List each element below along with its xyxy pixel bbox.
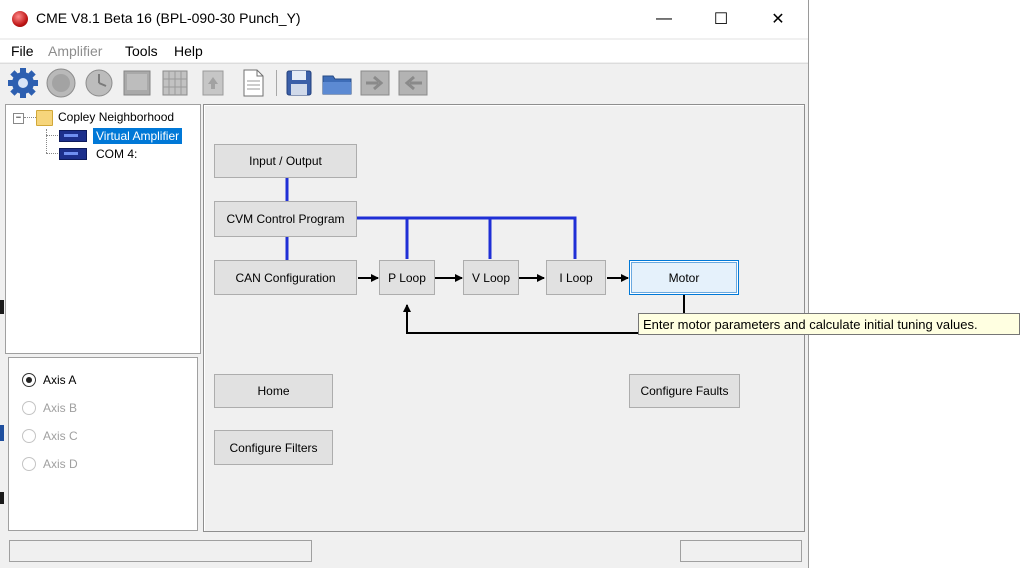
home-button[interactable]: Home [214,374,333,408]
amplifier-icon [59,148,87,160]
clock-icon[interactable] [82,67,116,99]
tree-connector [46,153,58,154]
tree-item-com4[interactable]: COM 4: [59,145,140,163]
menu-tools[interactable]: Tools [125,43,158,59]
can-configuration-button[interactable]: CAN Configuration [214,260,357,295]
tree-item-label: COM 4: [96,147,138,161]
tree-collapse-toggle[interactable]: − [13,113,24,124]
tree-item-virtual-amplifier[interactable]: Virtual Amplifier [59,127,183,145]
menu-amplifier[interactable]: Amplifier [48,43,103,59]
status-bar-left [9,540,312,562]
axis-selector: Axis A Axis B Axis C Axis D [8,357,198,531]
download-to-amp-icon[interactable] [358,67,392,99]
control-flow-diagram [285,178,685,334]
p-loop-button[interactable]: P Loop [379,260,435,295]
radio-unchecked-icon [22,429,36,443]
window-title: CME V8.1 Beta 16 (BPL-090-30 Punch_Y) [36,10,301,26]
upload-icon[interactable] [196,67,230,99]
tree-root-label: Copley Neighborhood [58,110,175,124]
tree-connector [24,117,36,118]
menu-file[interactable]: File [11,43,34,59]
tree-item-label: Virtual Amplifier [93,128,183,144]
upload-from-amp-icon[interactable] [396,67,430,99]
configure-faults-button[interactable]: Configure Faults [629,374,740,408]
axis-label: Axis A [43,373,77,387]
menu-bar: File Amplifier Tools Help [0,40,808,62]
gear-icon[interactable] [6,67,40,99]
radio-unchecked-icon [22,457,36,471]
grid-icon[interactable] [158,67,192,99]
tree-connector [46,135,58,136]
menu-help[interactable]: Help [174,43,203,59]
background-window-edge [0,492,4,504]
folder-icon [36,110,53,126]
motor-button[interactable]: Motor [629,260,739,295]
background-window-edge [0,425,4,441]
tree-connector [46,129,47,153]
minimize-button[interactable]: — [656,10,672,27]
title-bar: CME V8.1 Beta 16 (BPL-090-30 Punch_Y) — … [0,0,808,38]
axis-c-radio[interactable]: Axis C [22,429,78,443]
tree-root[interactable]: Copley Neighborhood [55,108,177,126]
axis-label: Axis B [43,401,78,415]
scope-icon[interactable] [120,67,154,99]
app-logo-icon [12,11,28,27]
cme-window: CME V8.1 Beta 16 (BPL-090-30 Punch_Y) — … [0,0,809,568]
toolbar-separator [276,70,277,96]
axis-a-radio[interactable]: Axis A [22,373,76,387]
i-loop-button[interactable]: I Loop [546,260,606,295]
close-button[interactable]: ✕ [771,11,785,28]
axis-b-radio[interactable]: Axis B [22,401,77,415]
maximize-button[interactable]: ☐ [713,11,729,28]
save-icon[interactable] [282,67,316,99]
v-loop-button[interactable]: V Loop [463,260,519,295]
input-output-button[interactable]: Input / Output [214,144,357,178]
motor-tooltip: Enter motor parameters and calculate ini… [638,313,1020,335]
network-tree: − Copley Neighborhood Virtual Amplifier … [5,104,201,354]
open-folder-icon[interactable] [320,67,354,99]
cvm-control-program-button[interactable]: CVM Control Program [214,201,357,237]
axis-label: Axis D [43,457,78,471]
axis-d-radio[interactable]: Axis D [22,457,78,471]
background-window-edge [0,300,4,314]
connector-cvm-iloop [357,216,577,259]
amplifier-icon [59,130,87,142]
radio-checked-icon [22,373,36,387]
toolbar [0,63,808,102]
radio-unchecked-icon [22,401,36,415]
status-bar-right [680,540,802,562]
document-icon[interactable] [236,67,270,99]
configure-filters-button[interactable]: Configure Filters [214,430,333,465]
blue-connector-lines [285,178,577,260]
axis-label: Axis C [43,429,78,443]
dial-icon[interactable] [44,67,78,99]
